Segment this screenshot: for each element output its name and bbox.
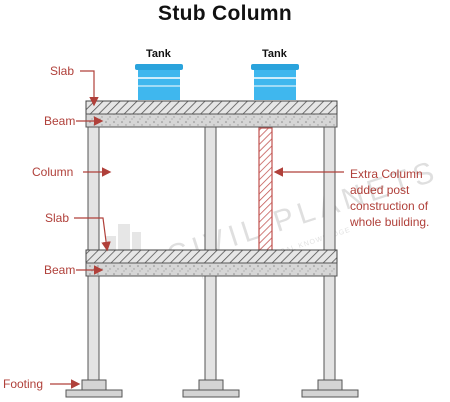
- diagram-title: Stub Column: [158, 2, 292, 25]
- footing-middle: [182, 379, 240, 398]
- beam-top: [85, 113, 338, 128]
- label-column: Column: [32, 165, 74, 179]
- note-line: Extra Column: [350, 167, 423, 181]
- note-line: construction of: [350, 199, 429, 213]
- stub-column-note: Extra Column added post construction of …: [350, 166, 450, 230]
- leader-slab-top: [80, 70, 99, 107]
- label-slab-top: Slab: [50, 64, 75, 78]
- label-beam-middle: Beam: [44, 263, 76, 277]
- tank-label-right: Tank: [262, 48, 287, 60]
- column-right-upper: [323, 125, 336, 251]
- slab-middle: [85, 249, 338, 264]
- label-footing: Footing: [3, 377, 44, 391]
- column-right-lower: [323, 275, 336, 381]
- tank-right: [251, 64, 299, 100]
- column-left-lower: [87, 275, 100, 381]
- footing-right: [301, 379, 359, 398]
- tank-label-left: Tank: [146, 48, 171, 60]
- column-middle-lower: [204, 275, 217, 381]
- beam-middle: [85, 262, 338, 277]
- label-beam-top: Beam: [44, 114, 76, 128]
- slab-top: [85, 100, 338, 115]
- column-middle-upper: [204, 125, 217, 251]
- leader-slab-middle: [74, 217, 111, 252]
- column-left-upper: [87, 125, 100, 251]
- note-line: added post: [350, 183, 410, 197]
- tank-left: [135, 64, 183, 100]
- label-slab-middle: Slab: [45, 211, 70, 225]
- footing-left: [65, 379, 123, 398]
- note-line: whole building.: [350, 215, 430, 229]
- stub-column: [258, 127, 273, 251]
